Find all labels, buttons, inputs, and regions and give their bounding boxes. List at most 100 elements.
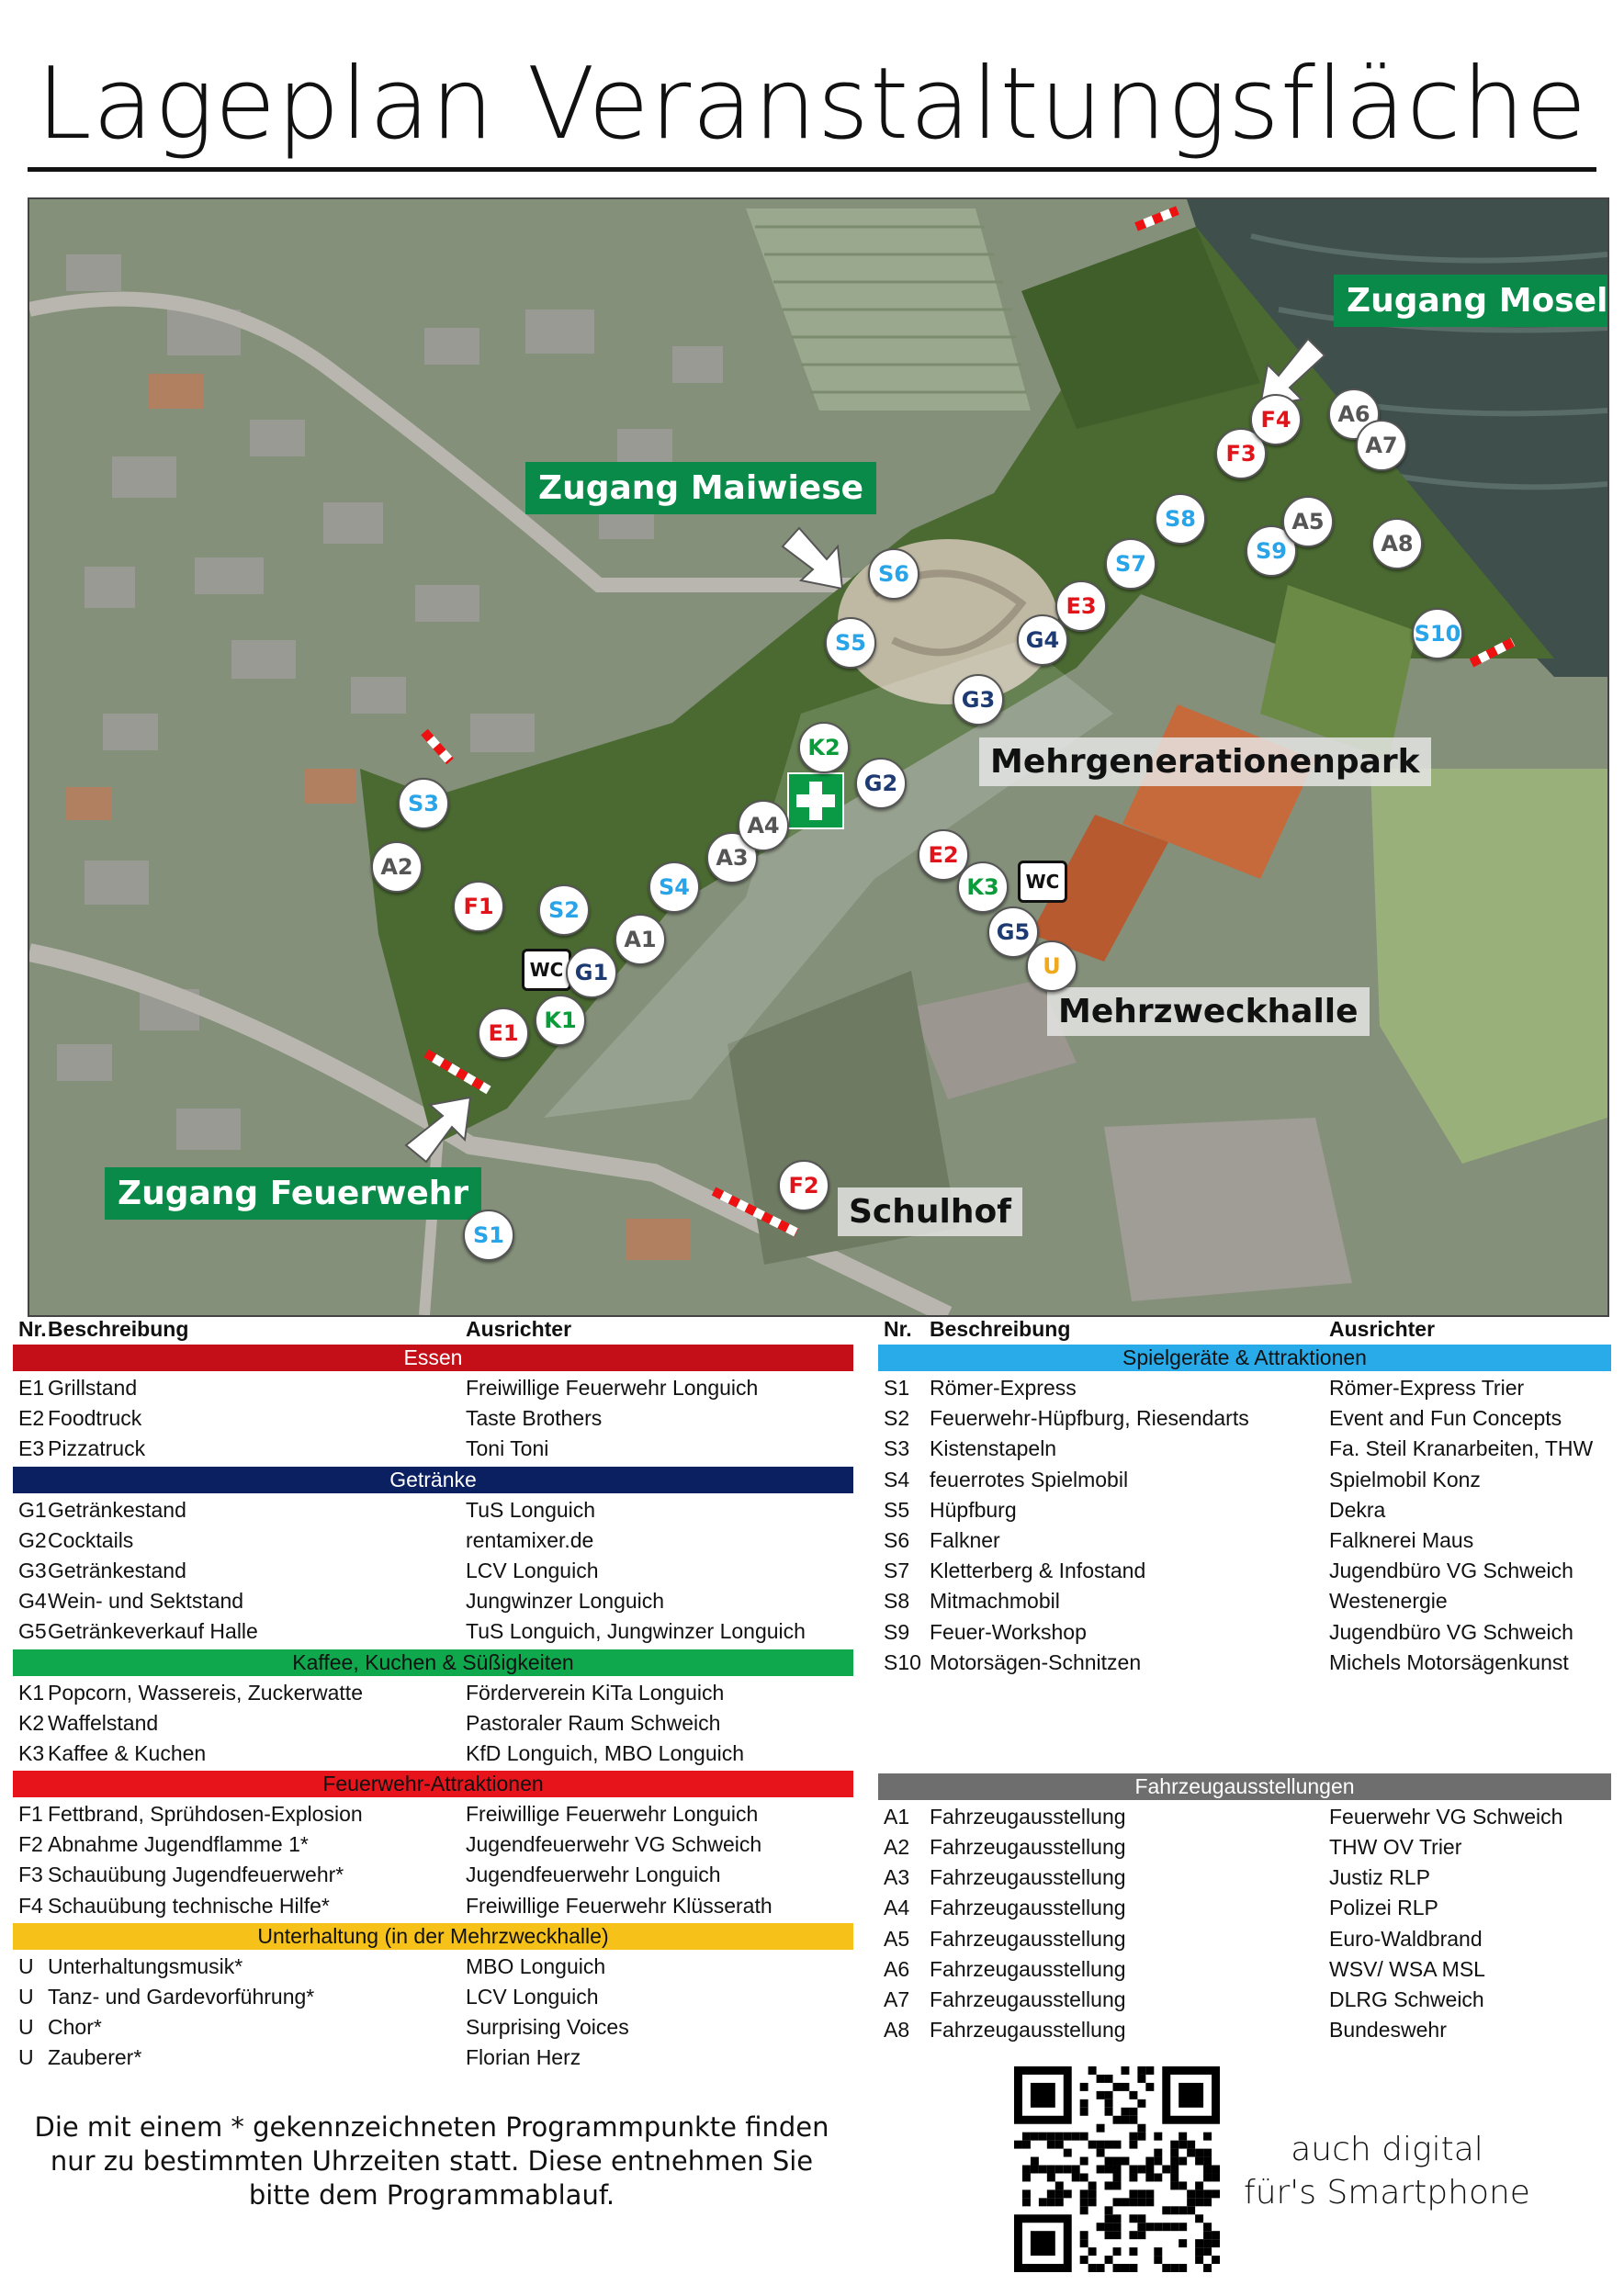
map-marker-s7[interactable]: S7 bbox=[1105, 538, 1156, 590]
legend-nr: U bbox=[18, 1953, 34, 1978]
header-nr: Nr. bbox=[18, 1317, 47, 1341]
legend-organizer: Freiwillige Feuerwehr Klüsserath bbox=[466, 1893, 773, 1918]
legend-description: Waffelstand bbox=[48, 1710, 159, 1735]
map-marker-e3[interactable]: E3 bbox=[1055, 580, 1107, 632]
legend-nr: F1 bbox=[18, 1802, 43, 1827]
map-marker-a7[interactable]: A7 bbox=[1356, 420, 1407, 471]
legend-organizer: Feuerwehr VG Schweich bbox=[1329, 1804, 1563, 1829]
legend-nr: S6 bbox=[884, 1527, 910, 1552]
map-marker-a5[interactable]: A5 bbox=[1282, 496, 1334, 547]
map-marker-s2[interactable]: S2 bbox=[538, 884, 590, 936]
map-marker-g5[interactable]: G5 bbox=[987, 906, 1039, 958]
legend-organizer: Freiwillige Feuerwehr Longuich bbox=[466, 1376, 759, 1400]
legend-organizer: Taste Brothers bbox=[466, 1406, 603, 1431]
legend-row: S7 Kletterberg & Infostand Jugendbüro VG S… bbox=[878, 1556, 1611, 1586]
map-marker-s5[interactable]: S5 bbox=[825, 617, 876, 669]
legend-nr: E1 bbox=[18, 1376, 45, 1400]
wc-icon: WC bbox=[522, 949, 571, 991]
category-header: Kaffee, Kuchen & Süßigkeiten bbox=[13, 1649, 853, 1676]
map-marker-a8[interactable]: A8 bbox=[1371, 518, 1423, 569]
legend-organizer: Jugendbüro VG Schweich bbox=[1329, 1619, 1573, 1644]
map-marker-s6[interactable]: S6 bbox=[868, 548, 919, 600]
map-marker-a4[interactable]: A4 bbox=[738, 800, 789, 851]
legend-description: Römer-Express bbox=[930, 1376, 1077, 1400]
legend-description: Kletterberg & Infostand bbox=[930, 1559, 1146, 1583]
legend-description: Fahrzeugausstellung bbox=[930, 1896, 1126, 1920]
map-marker-g3[interactable]: G3 bbox=[953, 674, 1004, 726]
legend-description: Zauberer* bbox=[48, 2045, 142, 2070]
map-marker-g1[interactable]: G1 bbox=[566, 947, 617, 998]
map-marker-k1[interactable]: K1 bbox=[535, 995, 586, 1046]
legend-nr: G5 bbox=[18, 1619, 47, 1644]
map-marker-f4[interactable]: F4 bbox=[1250, 394, 1302, 445]
map-marker-k2[interactable]: K2 bbox=[798, 722, 850, 773]
legend-description: Kaffee & Kuchen bbox=[48, 1740, 207, 1765]
map-marker-s8[interactable]: S8 bbox=[1155, 493, 1206, 545]
legend-description: Feuerwehr-Hüpfburg, Riesendarts bbox=[930, 1406, 1249, 1431]
legend-nr: S9 bbox=[884, 1619, 910, 1644]
legend-organizer: Event and Fun Concepts bbox=[1329, 1406, 1562, 1431]
legend-description: feuerrotes Spielmobil bbox=[930, 1467, 1129, 1491]
map-marker-f2[interactable]: F2 bbox=[778, 1160, 829, 1211]
map-marker-k3[interactable]: K3 bbox=[957, 861, 1009, 913]
legend-organizer: Dekra bbox=[1329, 1497, 1386, 1522]
legend-organizer: rentamixer.de bbox=[466, 1527, 594, 1552]
map-marker-a1[interactable]: A1 bbox=[615, 914, 666, 965]
qr-code[interactable] bbox=[1014, 2066, 1220, 2272]
map-marker-s1[interactable]: S1 bbox=[463, 1210, 514, 1261]
map-marker-s9[interactable]: S9 bbox=[1246, 525, 1297, 577]
legend-organizer: Römer-Express Trier bbox=[1329, 1376, 1525, 1400]
site-map[interactable]: Zugang Mosel Zugang Maiwiese Zugang Feue… bbox=[28, 197, 1609, 1317]
map-marker-s4[interactable]: S4 bbox=[648, 861, 700, 913]
legend-nr: G3 bbox=[18, 1558, 47, 1582]
legend-organizer: Polizei RLP bbox=[1329, 1896, 1438, 1920]
legend-nr: A6 bbox=[884, 1956, 910, 1981]
legend-organizer: Toni Toni bbox=[466, 1436, 549, 1461]
legend-description: Fahrzeugausstellung bbox=[930, 1987, 1126, 2011]
legend-organizer: LCV Longuich bbox=[466, 1558, 599, 1582]
map-marker-u[interactable]: U bbox=[1026, 940, 1077, 992]
legend-nr: G2 bbox=[18, 1527, 47, 1552]
legend-organizer: Förderverein KiTa Longuich bbox=[466, 1680, 725, 1705]
legend-description: Fahrzeugausstellung bbox=[930, 1835, 1126, 1860]
map-marker-e1[interactable]: E1 bbox=[478, 1007, 529, 1059]
map-marker-g4[interactable]: G4 bbox=[1017, 614, 1068, 666]
legend-description: Fahrzeugausstellung bbox=[930, 1926, 1126, 1951]
legend-header: Nr. Beschreibung Ausrichter bbox=[878, 1315, 1611, 1343]
legend-description: Motorsägen-Schnitzen bbox=[930, 1649, 1142, 1674]
map-marker-a2[interactable]: A2 bbox=[371, 841, 423, 893]
legend-description: Fahrzeugausstellung bbox=[930, 1804, 1126, 1829]
legend-organizer: Freiwillige Feuerwehr Longuich bbox=[466, 1802, 759, 1827]
legend-nr: G1 bbox=[18, 1497, 47, 1522]
legend-organizer: Surprising Voices bbox=[466, 2015, 629, 2040]
legend-description: Cocktails bbox=[48, 1527, 134, 1552]
header-beschreibung: Beschreibung bbox=[48, 1317, 189, 1341]
legend-header: Nr. Beschreibung Ausrichter bbox=[13, 1315, 853, 1343]
map-marker-s3[interactable]: S3 bbox=[398, 778, 449, 829]
map-marker-f1[interactable]: F1 bbox=[453, 881, 504, 932]
legend-organizer: Jugendbüro VG Schweich bbox=[1329, 1559, 1573, 1583]
legend-right: Nr. Beschreibung Ausrichter Spielgeräte … bbox=[878, 1315, 1611, 2045]
legend-nr: U bbox=[18, 2045, 34, 2070]
legend-description: Tanz- und Gardevorführung* bbox=[48, 1985, 315, 2009]
map-marker-g2[interactable]: G2 bbox=[855, 758, 907, 809]
legend-nr: S7 bbox=[884, 1559, 910, 1583]
map-marker-s10[interactable]: S10 bbox=[1412, 608, 1463, 659]
legend-description: Getränkestand bbox=[48, 1558, 186, 1582]
legend-nr: K1 bbox=[18, 1680, 45, 1705]
